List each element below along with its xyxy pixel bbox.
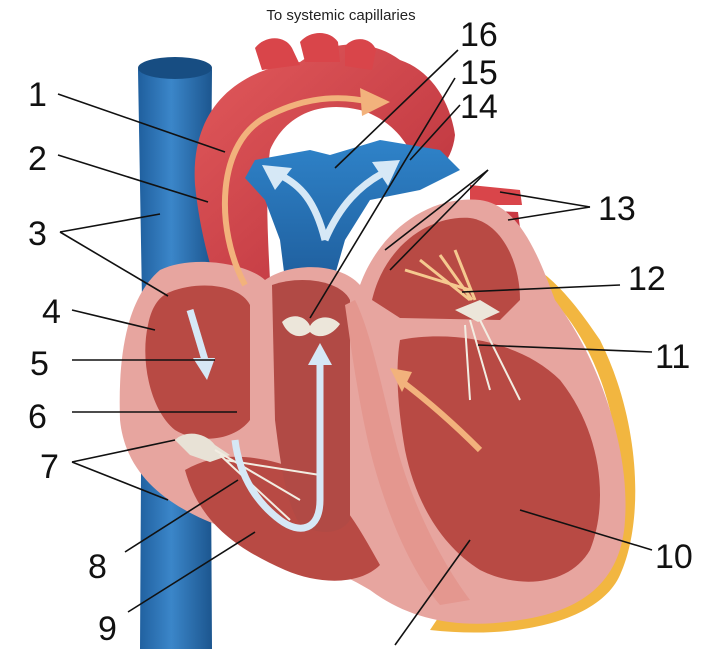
ra-flow-arrowhead bbox=[193, 358, 215, 380]
label-1: 1 bbox=[28, 76, 47, 114]
lv-flow-arrow bbox=[398, 377, 483, 453]
label-8: 8 bbox=[88, 548, 107, 586]
label-15: 15 bbox=[460, 54, 498, 92]
label-14: 14 bbox=[460, 88, 498, 126]
outflow-tract bbox=[272, 280, 350, 532]
rv-ascending-arrowhead bbox=[308, 343, 332, 365]
rv-ascending-arrow bbox=[231, 360, 324, 532]
vena-cava-opening bbox=[138, 57, 212, 79]
interventricular-septum bbox=[345, 300, 470, 605]
label-12: 12 bbox=[628, 260, 666, 298]
aortic-arch bbox=[194, 44, 456, 280]
pulmonary-trunk bbox=[245, 140, 460, 280]
label-10: 10 bbox=[655, 538, 693, 576]
label-16: 16 bbox=[460, 16, 498, 54]
systemic-flow-arrowhead bbox=[360, 88, 390, 116]
heading: To systemic capillaries bbox=[266, 7, 415, 24]
chordae-left bbox=[404, 249, 477, 302]
label-6: 6 bbox=[28, 398, 47, 436]
pulmonary-arrowhead-right bbox=[372, 160, 400, 186]
label-13: 13 bbox=[598, 190, 636, 228]
label-4: 4 bbox=[42, 293, 61, 331]
label-2: 2 bbox=[28, 140, 47, 178]
label-9: 9 bbox=[98, 610, 117, 648]
pulmonary-flow-arrow bbox=[278, 168, 387, 242]
pulmonary-valve bbox=[282, 316, 340, 337]
label-7: 7 bbox=[40, 448, 59, 486]
pulmonary-arrowhead-left bbox=[262, 165, 292, 190]
label-3: 3 bbox=[28, 215, 47, 253]
systemic-flow-arrow bbox=[222, 95, 371, 287]
mitral-valve bbox=[455, 300, 521, 401]
aortic-branches bbox=[255, 33, 376, 70]
left-ventricle-chamber bbox=[397, 336, 600, 582]
ra-flow-arrow bbox=[186, 308, 209, 362]
label-11: 11 bbox=[655, 338, 690, 376]
lv-flow-arrowhead bbox=[390, 368, 412, 392]
leader-lines bbox=[57, 49, 653, 646]
label-5: 5 bbox=[30, 345, 49, 383]
left-atrium-chamber bbox=[372, 217, 520, 320]
